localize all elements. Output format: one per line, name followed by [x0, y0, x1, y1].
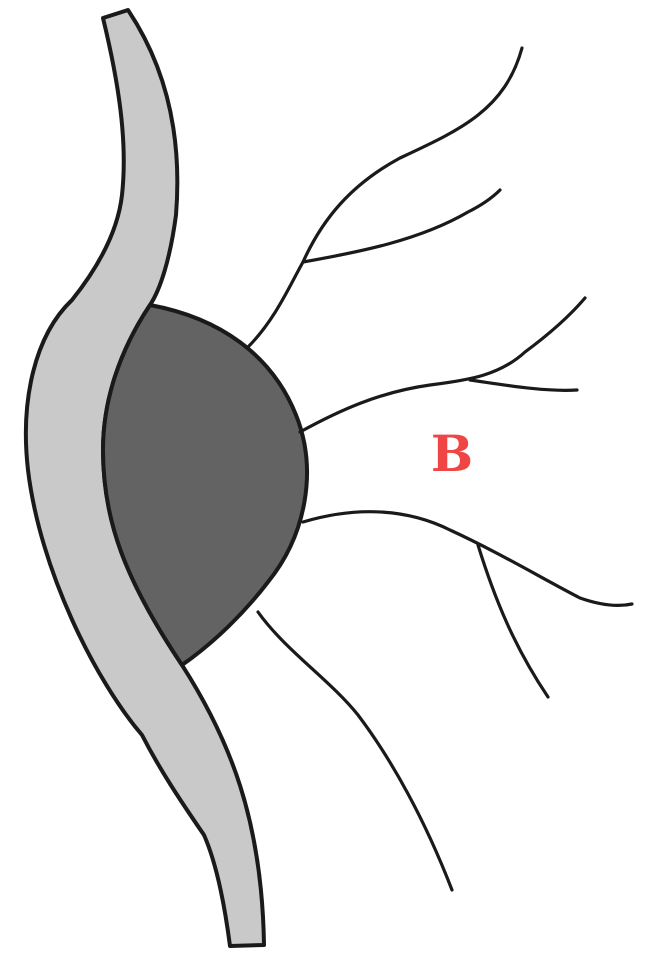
- fiber-strand: [248, 48, 522, 347]
- fiber-strand: [303, 190, 500, 262]
- fiber-strand: [478, 545, 548, 697]
- fiber-strand: [470, 380, 577, 390]
- fiber-strand: [303, 512, 632, 606]
- panel-label: B: [431, 424, 473, 483]
- fiber-strand: [258, 612, 452, 890]
- fiber-strand: [300, 298, 585, 432]
